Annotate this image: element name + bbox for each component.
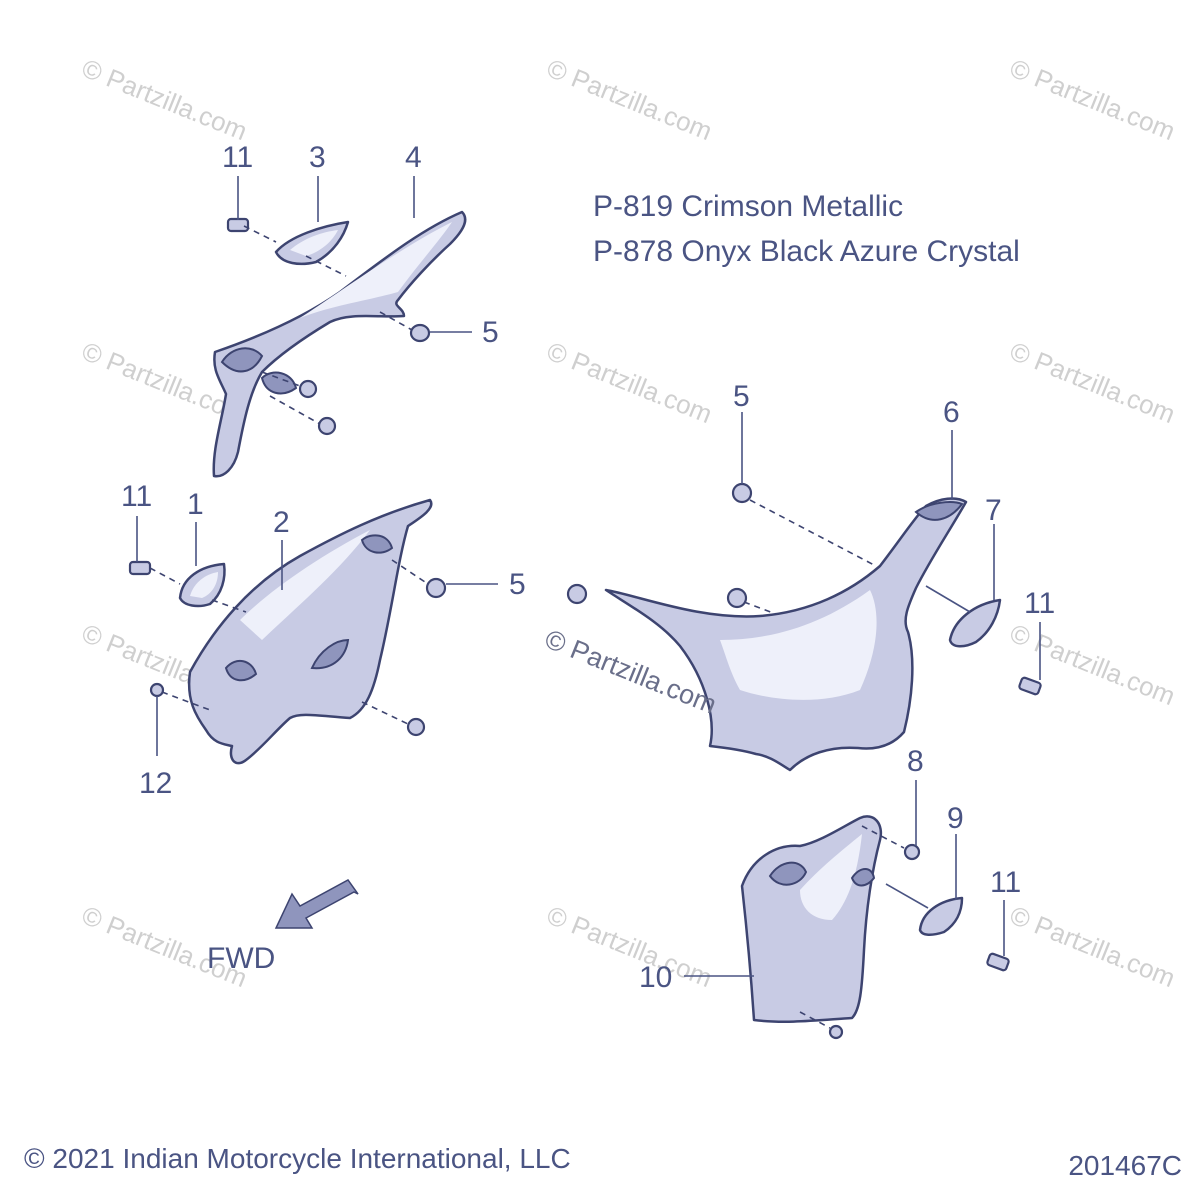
callout-5: 5 xyxy=(482,316,499,349)
dashed-line xyxy=(743,601,777,615)
callout-6: 6 xyxy=(943,396,960,429)
bolt-11-right xyxy=(1018,676,1042,696)
dashed-line xyxy=(361,701,409,725)
paint-code-2: P-878 Onyx Black Azure Crystal xyxy=(593,235,1020,268)
forward-label: FWD xyxy=(207,942,275,975)
grommet-5 xyxy=(731,482,753,504)
grommet-5 xyxy=(298,379,318,399)
dashed-line xyxy=(261,371,301,387)
grommet-5 xyxy=(425,577,447,599)
grommet-5 xyxy=(726,587,748,609)
grommet-5 xyxy=(409,323,431,343)
grommet-5 xyxy=(406,717,426,737)
part-9-link-line xyxy=(885,883,929,909)
callout-9: 9 xyxy=(947,802,964,835)
grommet-5 xyxy=(566,583,588,605)
watermark: © Partzilla.com xyxy=(1006,53,1180,146)
dashed-line xyxy=(749,499,877,567)
dashed-line xyxy=(799,1011,831,1029)
callout-4: 4 xyxy=(405,141,422,174)
callout-5: 5 xyxy=(733,380,750,413)
part-7-trim-cap xyxy=(948,598,1002,648)
dashed-line xyxy=(269,395,321,425)
watermark: © Partzilla.com xyxy=(78,53,252,146)
callout-12: 12 xyxy=(139,767,172,800)
callout-labels: 11 3 4 5 11 1 2 5 12 5 6 7 11 8 9 11 10 xyxy=(121,141,1055,994)
watermark: © Partzilla.com xyxy=(543,336,717,429)
part-10-lower-cover xyxy=(740,815,883,1023)
part-1-trim-cap xyxy=(178,562,226,608)
part-6-side-cover xyxy=(604,497,968,772)
callout-11: 11 xyxy=(990,866,1021,899)
leader-lines xyxy=(136,176,1041,977)
dashed-line xyxy=(861,825,905,849)
part-7-link-line xyxy=(925,585,971,613)
dashed-line xyxy=(305,255,347,277)
dashed-line xyxy=(161,691,211,711)
callout-5: 5 xyxy=(509,568,526,601)
watermark: © Partzilla.com xyxy=(1006,336,1180,429)
callout-1: 1 xyxy=(187,488,204,521)
dashed-line xyxy=(149,567,181,585)
bolt-11-left xyxy=(128,560,152,576)
watermark: © Partzilla.com xyxy=(1006,900,1180,993)
watermark: © Partzilla.com xyxy=(1006,618,1180,711)
paint-code-1: P-819 Crimson Metallic xyxy=(593,190,903,223)
callout-7: 7 xyxy=(985,494,1002,527)
callout-8: 8 xyxy=(907,745,924,778)
part-4-upper-cover xyxy=(212,210,467,478)
callout-11: 11 xyxy=(222,141,253,174)
callout-3: 3 xyxy=(309,141,326,174)
screw-8 xyxy=(903,843,921,861)
copyright-notice: © 2021 Indian Motorcycle International, … xyxy=(24,1143,571,1174)
callout-11: 11 xyxy=(1024,587,1055,620)
bolt-11-lower xyxy=(986,952,1010,972)
screw-12 xyxy=(149,682,165,698)
diagram-reference-number: 201467C xyxy=(1068,1150,1182,1181)
dashed-line xyxy=(391,559,429,585)
bolt-11-upper xyxy=(226,217,250,233)
watermark: © Partzilla.com xyxy=(543,53,717,146)
part-3-trim-cap xyxy=(274,220,350,266)
callout-2: 2 xyxy=(273,506,290,539)
forward-arrow-icon xyxy=(274,879,359,929)
callout-10: 10 xyxy=(639,961,672,994)
dashed-line xyxy=(243,225,277,243)
grommet-5 xyxy=(317,416,337,436)
watermark: © Partzilla.com xyxy=(543,900,717,993)
part-2-lower-cover xyxy=(187,498,433,765)
screw xyxy=(828,1024,844,1040)
callout-11: 11 xyxy=(121,480,152,513)
part-9-trim-cap xyxy=(918,896,964,936)
